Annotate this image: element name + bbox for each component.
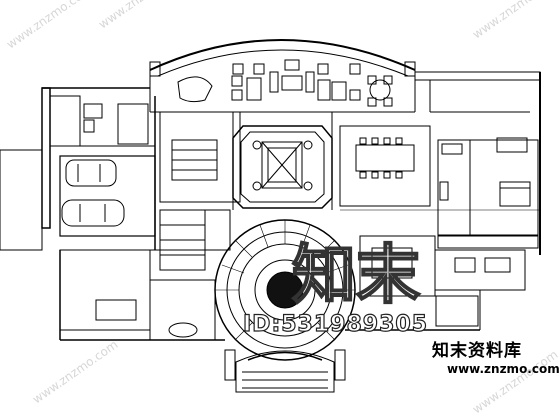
dining-table	[355, 144, 415, 172]
column	[149, 61, 161, 77]
car-bottom	[61, 199, 125, 227]
column	[404, 61, 416, 77]
rotunda-center	[266, 271, 304, 309]
bed	[499, 181, 531, 207]
top-curved-wall	[149, 39, 416, 71]
site-watermark: www.znzmo.com	[447, 362, 560, 376]
brand-watermark: 知末资料库	[432, 341, 522, 361]
center-hall	[232, 125, 333, 209]
brand-watermark-large: 知末	[291, 238, 421, 314]
garage	[59, 155, 156, 237]
car-top	[65, 159, 117, 187]
id-watermark: ID:531989305	[242, 311, 429, 337]
piano-outline	[177, 76, 213, 103]
top-curved-wall-inner	[157, 49, 409, 77]
